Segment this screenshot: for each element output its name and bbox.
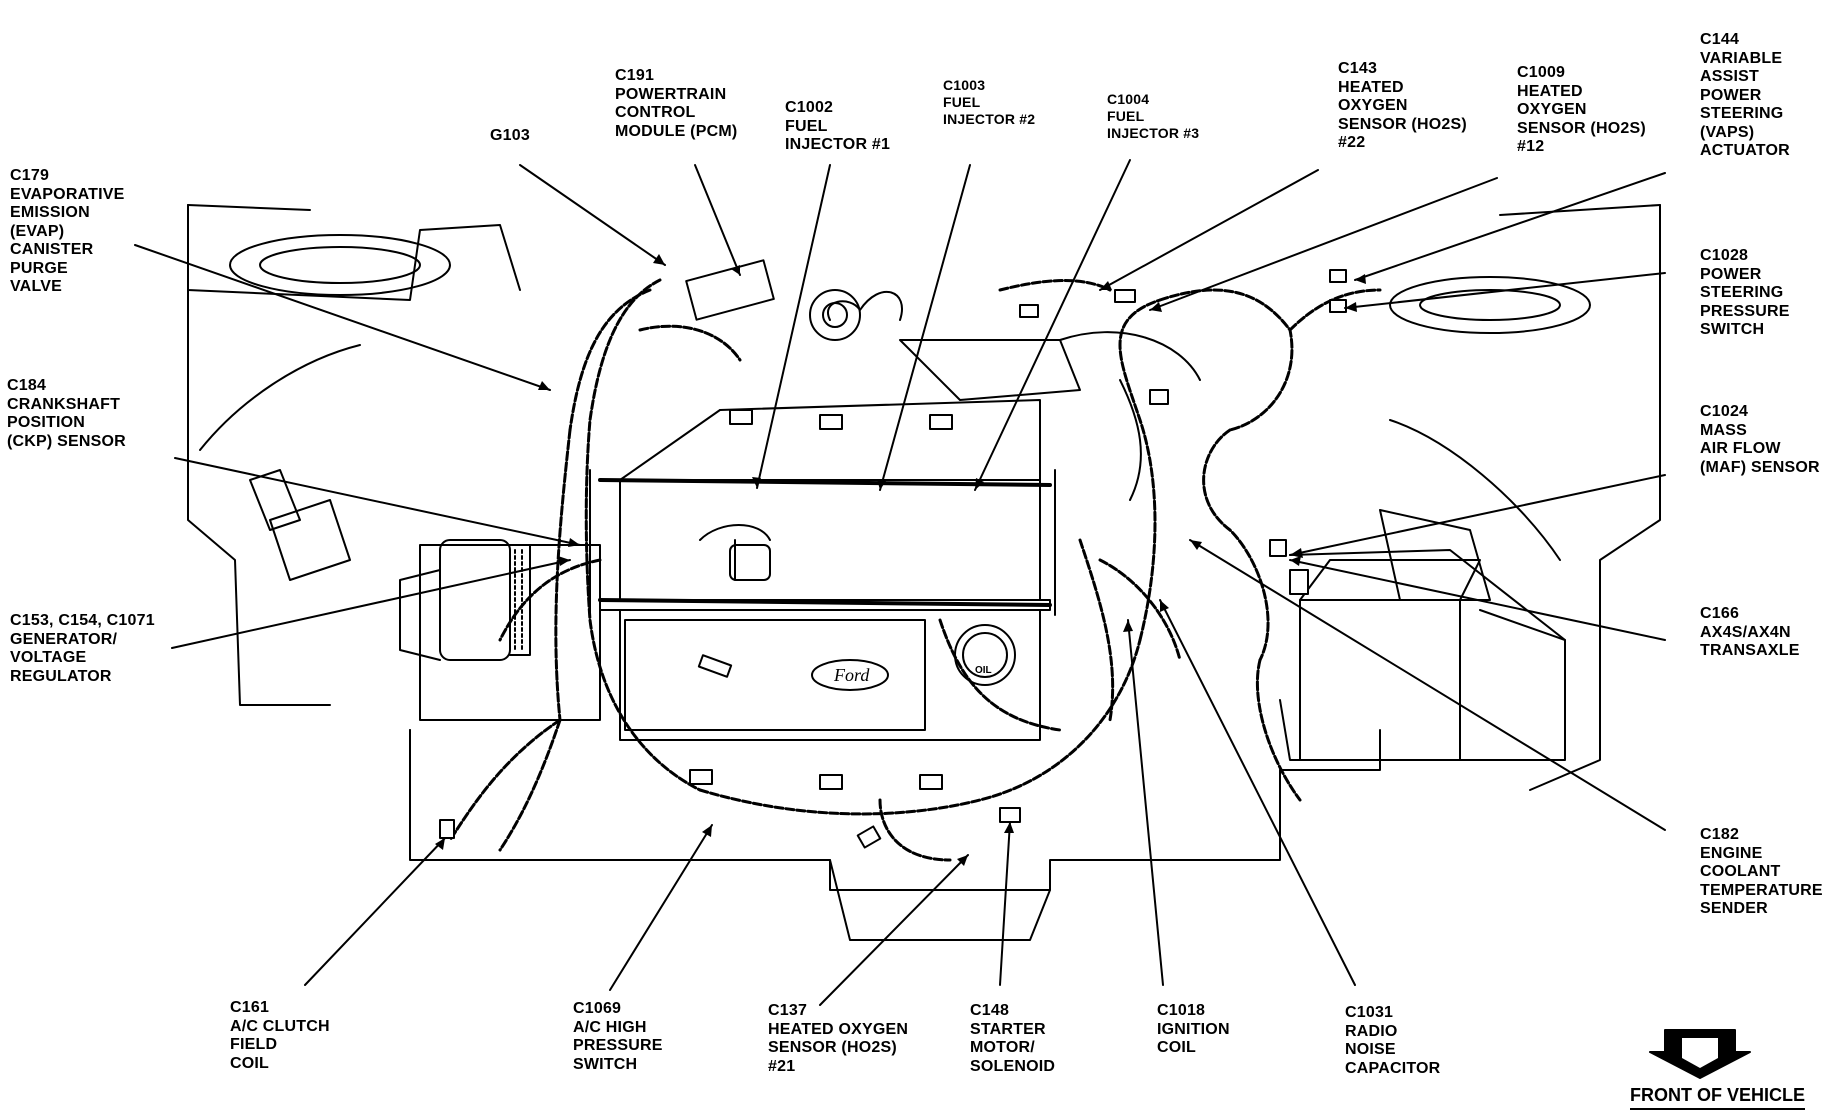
leader-arrowheads — [435, 254, 1366, 866]
fuel-rail — [589, 469, 1056, 616]
label-c182: C182 ENGINE COOLANT TEMPERATURE SENDER — [1700, 826, 1823, 917]
label-c161: C161 A/C CLUTCH FIELD COIL — [230, 999, 330, 1072]
right-fender-well — [1379, 276, 1591, 601]
label-g103: G103 — [490, 127, 530, 144]
label-c144: C144 VARIABLE ASSIST POWER STEERING (VAP… — [1700, 31, 1790, 159]
label-c1018: C1018 IGNITION COIL — [1157, 1002, 1230, 1056]
label-c137: C137 HEATED OXYGEN SENSOR (HO2S) #21 — [768, 1002, 909, 1075]
label-c1028: C1028 POWER STEERING PRESSURE SWITCH — [1700, 247, 1790, 338]
label-c1002: C1002 FUEL INJECTOR #1 — [785, 99, 891, 153]
label-c153: C153, C154, C1071 GENERATOR/ VOLTAGE REG… — [10, 612, 155, 685]
label-c1004: C1004 FUEL INJECTOR #3 — [1107, 91, 1200, 141]
oil-cap-label: OIL — [975, 665, 992, 676]
engine-block — [599, 289, 1201, 741]
connectors — [439, 259, 1347, 849]
label-c166: C166 AX4S/AX4N TRANSAXLE — [1700, 605, 1800, 659]
label-c179: C179 EVAPORATIVE EMISSION (EVAP) CANISTE… — [10, 167, 125, 295]
label-c191: C191 POWERTRAIN CONTROL MODULE (PCM) — [615, 67, 738, 140]
label-c1024: C1024 MASS AIR FLOW (MAF) SENSOR — [1700, 403, 1820, 476]
front-arrow-icon — [1649, 1029, 1751, 1079]
label-c1031: C1031 RADIO NOISE CAPACITOR — [1345, 1004, 1441, 1077]
label-c1069: C1069 A/C HIGH PRESSURE SWITCH — [573, 1000, 663, 1073]
ford-badge: Ford — [833, 665, 870, 685]
battery — [1299, 559, 1481, 761]
front-of-vehicle-label: FRONT OF VEHICLE — [1630, 1085, 1805, 1110]
label-c1009: C1009 HEATED OXYGEN SENSOR (HO2S) #12 — [1517, 64, 1646, 155]
leader-lines — [134, 159, 1666, 1006]
wiring-harness — [448, 278, 1382, 862]
label-c1003: C1003 FUEL INJECTOR #2 — [943, 77, 1036, 127]
label-c148: C148 STARTER MOTOR/ SOLENOID — [970, 1002, 1056, 1075]
generator — [399, 539, 531, 661]
label-c143: C143 HEATED OXYGEN SENSOR (HO2S) #22 — [1338, 60, 1467, 151]
label-c184: C184 CRANKSHAFT POSITION (CKP) SENSOR — [7, 377, 126, 450]
left-fender-well — [199, 234, 451, 581]
compartment-outline — [187, 204, 1661, 941]
